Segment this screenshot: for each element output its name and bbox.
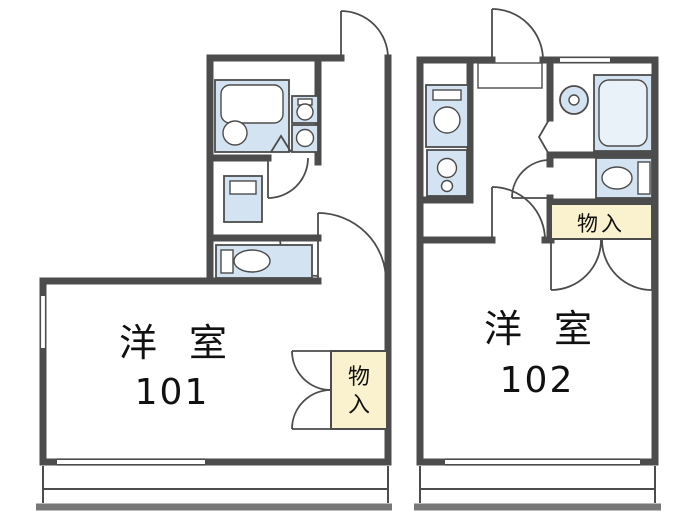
room-102-label: 洋 室 [484, 307, 602, 351]
closet-label-101-char1: 物 [348, 365, 370, 390]
bath-sink-101 [222, 120, 248, 146]
room-door-arc-101 [317, 212, 387, 282]
bath-sink-drain-102 [568, 94, 580, 106]
closet-door-leaves-102 [550, 240, 653, 290]
toilet-tank-101 [220, 249, 234, 274]
closet-door-arc-top-101 [291, 350, 332, 391]
shoe-cabinet-102 [477, 62, 543, 89]
window-left-gap [39, 296, 47, 348]
closet-door-arc-left-102 [550, 239, 602, 291]
toilet-tank-102 [637, 161, 651, 195]
vanity-bowl-102 [433, 106, 461, 134]
unit-102: 物入 洋 室 102 [414, 8, 661, 511]
window-top-gap-102 [560, 56, 610, 64]
washroom-door-arc [267, 157, 309, 199]
closet-102 [550, 203, 653, 240]
closet-door-arc-bottom-101 [291, 389, 332, 430]
laundry-drum-102 [436, 157, 458, 179]
balcony-102 [419, 466, 656, 503]
bath-folding-door-102 [537, 117, 551, 157]
entrance-door-arc-102 [491, 8, 544, 61]
closet-door-leaves-101 [292, 350, 331, 430]
room-102-number: 102 [500, 360, 575, 401]
closet-label-101-char2: 入 [348, 393, 370, 418]
window-left [39, 296, 47, 348]
window-bottom-102 [445, 458, 640, 466]
window-bottom-gap [57, 458, 205, 466]
vanity-basin-101 [229, 180, 257, 195]
room-door-arc-102 [491, 186, 546, 241]
room-101-number: 101 [135, 372, 210, 413]
room-101-label: 洋 室 [119, 321, 237, 365]
toilet-bowl-101 [233, 249, 271, 273]
laundry-drain-bottom [295, 128, 315, 148]
closet-label-102: 物入 [577, 212, 625, 236]
balcony-101 [42, 466, 389, 503]
unit-101: 物 入 洋 室 101 [36, 10, 392, 511]
window-top-102 [560, 56, 610, 64]
toilet-bowl-102 [601, 166, 633, 190]
laundry-drain-102 [440, 179, 454, 193]
entrance-door-arc-101 [340, 10, 389, 59]
bathtub-102 [598, 79, 648, 147]
bath-folding-door-101 [270, 134, 292, 153]
window-bottom-gap-102 [445, 458, 640, 466]
laundry-drain-top [296, 103, 314, 121]
toilet-door-arc-102 [511, 159, 551, 199]
vanity-basin-102 [432, 89, 462, 101]
closet-door-arc-right-102 [601, 239, 653, 291]
bathtub-101 [220, 84, 284, 124]
window-bottom [57, 458, 205, 466]
